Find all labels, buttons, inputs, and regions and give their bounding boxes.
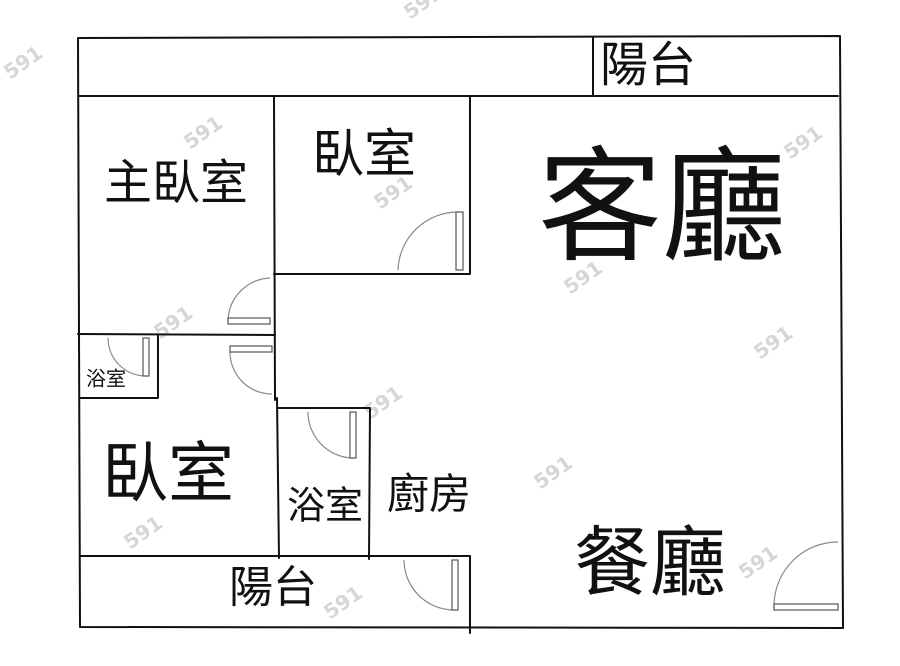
master-bedroom-label: 主臥室 (104, 155, 248, 211)
kitchen-label: 廚房 (387, 470, 471, 519)
door-bedroom-top (397, 211, 464, 271)
master-bedroom-bottom-wall (77, 333, 276, 336)
door-master-bedroom (227, 277, 271, 325)
outer-wall (77, 35, 844, 629)
dining-room-label: 餐廳 (574, 518, 726, 607)
balcony-bottom-label: 陽台 (229, 562, 317, 613)
living-room-label: 客廳 (538, 136, 786, 280)
door-bottom-balcony (403, 559, 459, 611)
bathroom-small-label: 浴室 (86, 367, 126, 391)
doors (107, 211, 839, 611)
small-bath-walls (79, 334, 159, 399)
bedroom-top-walls (273, 95, 471, 275)
balcony-top-label: 陽台 (600, 37, 696, 93)
bathroom-middle-label: 浴室 (287, 484, 363, 528)
door-entrance (773, 541, 839, 611)
bedroom-divider (273, 95, 276, 401)
walls (77, 35, 844, 634)
door-small-bath (107, 337, 150, 377)
bedroom-top-label: 臥室 (312, 125, 416, 185)
room-labels: 陽台 主臥室 臥室 客廳 浴室 臥室 浴室 廚房 餐廳 陽台 (86, 37, 786, 613)
middle-bath-walls (276, 407, 371, 560)
bedroom-bottom-label: 臥室 (102, 435, 234, 512)
door-bottom-bedroom (229, 345, 273, 395)
door-middle-bath (307, 411, 357, 459)
bottom-bedroom-right-wall (276, 397, 280, 559)
